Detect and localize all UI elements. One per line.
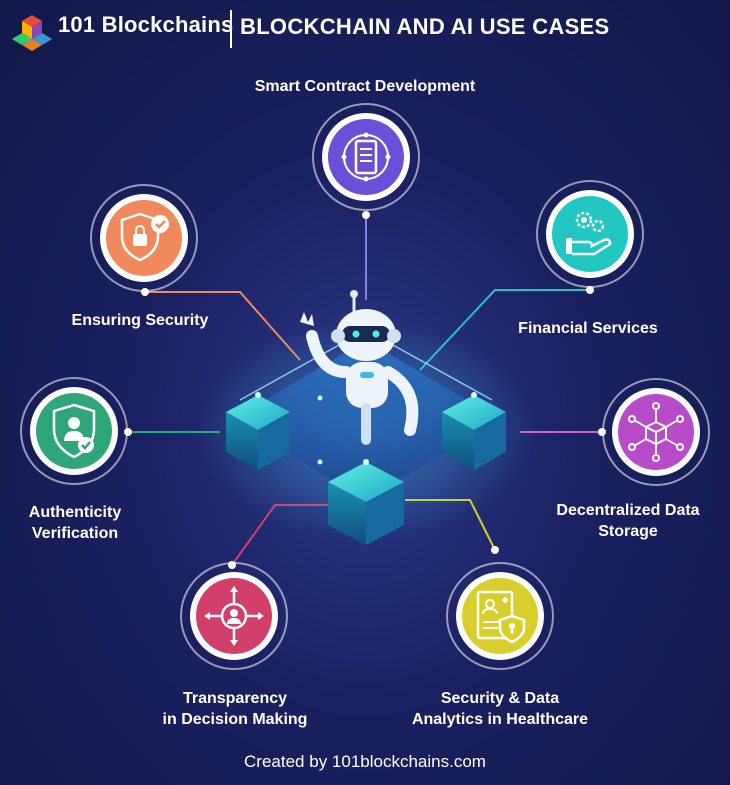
label-storage-line1: Decentralized Data bbox=[556, 502, 700, 519]
footer-credit: Created by 101blockchains.com bbox=[244, 752, 486, 771]
storage-circle bbox=[602, 378, 710, 486]
document-icon bbox=[341, 132, 391, 182]
smart-contract-circle bbox=[312, 103, 420, 211]
authenticity-circle bbox=[20, 377, 128, 485]
security-circle bbox=[90, 184, 198, 292]
healthcare-circle bbox=[446, 562, 554, 670]
label-healthcare-line1: Security & Data bbox=[440, 690, 560, 707]
label-transparency-line1: Transparency bbox=[182, 690, 288, 707]
label-smart-contract: Smart Contract Development bbox=[254, 78, 476, 95]
financial-circle bbox=[536, 180, 644, 288]
label-authenticity-line1: Authenticity bbox=[28, 504, 122, 521]
block-cube-front bbox=[328, 462, 404, 545]
label-storage-line2: Storage bbox=[598, 523, 658, 540]
label-authenticity-line2: Verification bbox=[31, 525, 119, 542]
header: 101 Blockchains BLOCKCHAIN AND AI USE CA… bbox=[0, 0, 730, 58]
block-cube-right bbox=[442, 395, 506, 470]
user-arrows-icon bbox=[204, 586, 264, 646]
brand-name: 101 Blockchains bbox=[58, 12, 234, 37]
medical-record-icon bbox=[476, 590, 526, 644]
label-financial: Financial Services bbox=[518, 320, 658, 337]
robot-icon bbox=[300, 290, 419, 445]
label-security: Ensuring Security bbox=[71, 312, 209, 329]
network-cube-icon bbox=[628, 402, 684, 462]
label-transparency: Transparency in Decision Making bbox=[140, 688, 330, 730]
label-authenticity: Authenticity Verification bbox=[0, 502, 150, 544]
hand-gears-icon bbox=[566, 211, 612, 256]
101-blockchains-logo-icon bbox=[12, 15, 52, 51]
shield-lock-icon bbox=[120, 212, 169, 262]
transparency-circle bbox=[180, 562, 288, 670]
page-title: BLOCKCHAIN AND AI USE CASES bbox=[240, 14, 610, 39]
label-storage: Decentralized Data Storage bbox=[530, 500, 726, 542]
header-divider bbox=[230, 10, 232, 48]
shield-user-check-icon bbox=[52, 403, 96, 459]
label-healthcare-line2: Analytics in Healthcare bbox=[411, 711, 589, 728]
block-cube-left bbox=[226, 395, 290, 470]
label-transparency-line2: in Decision Making bbox=[162, 711, 308, 728]
label-healthcare: Security & Data Analytics in Healthcare bbox=[380, 688, 620, 730]
